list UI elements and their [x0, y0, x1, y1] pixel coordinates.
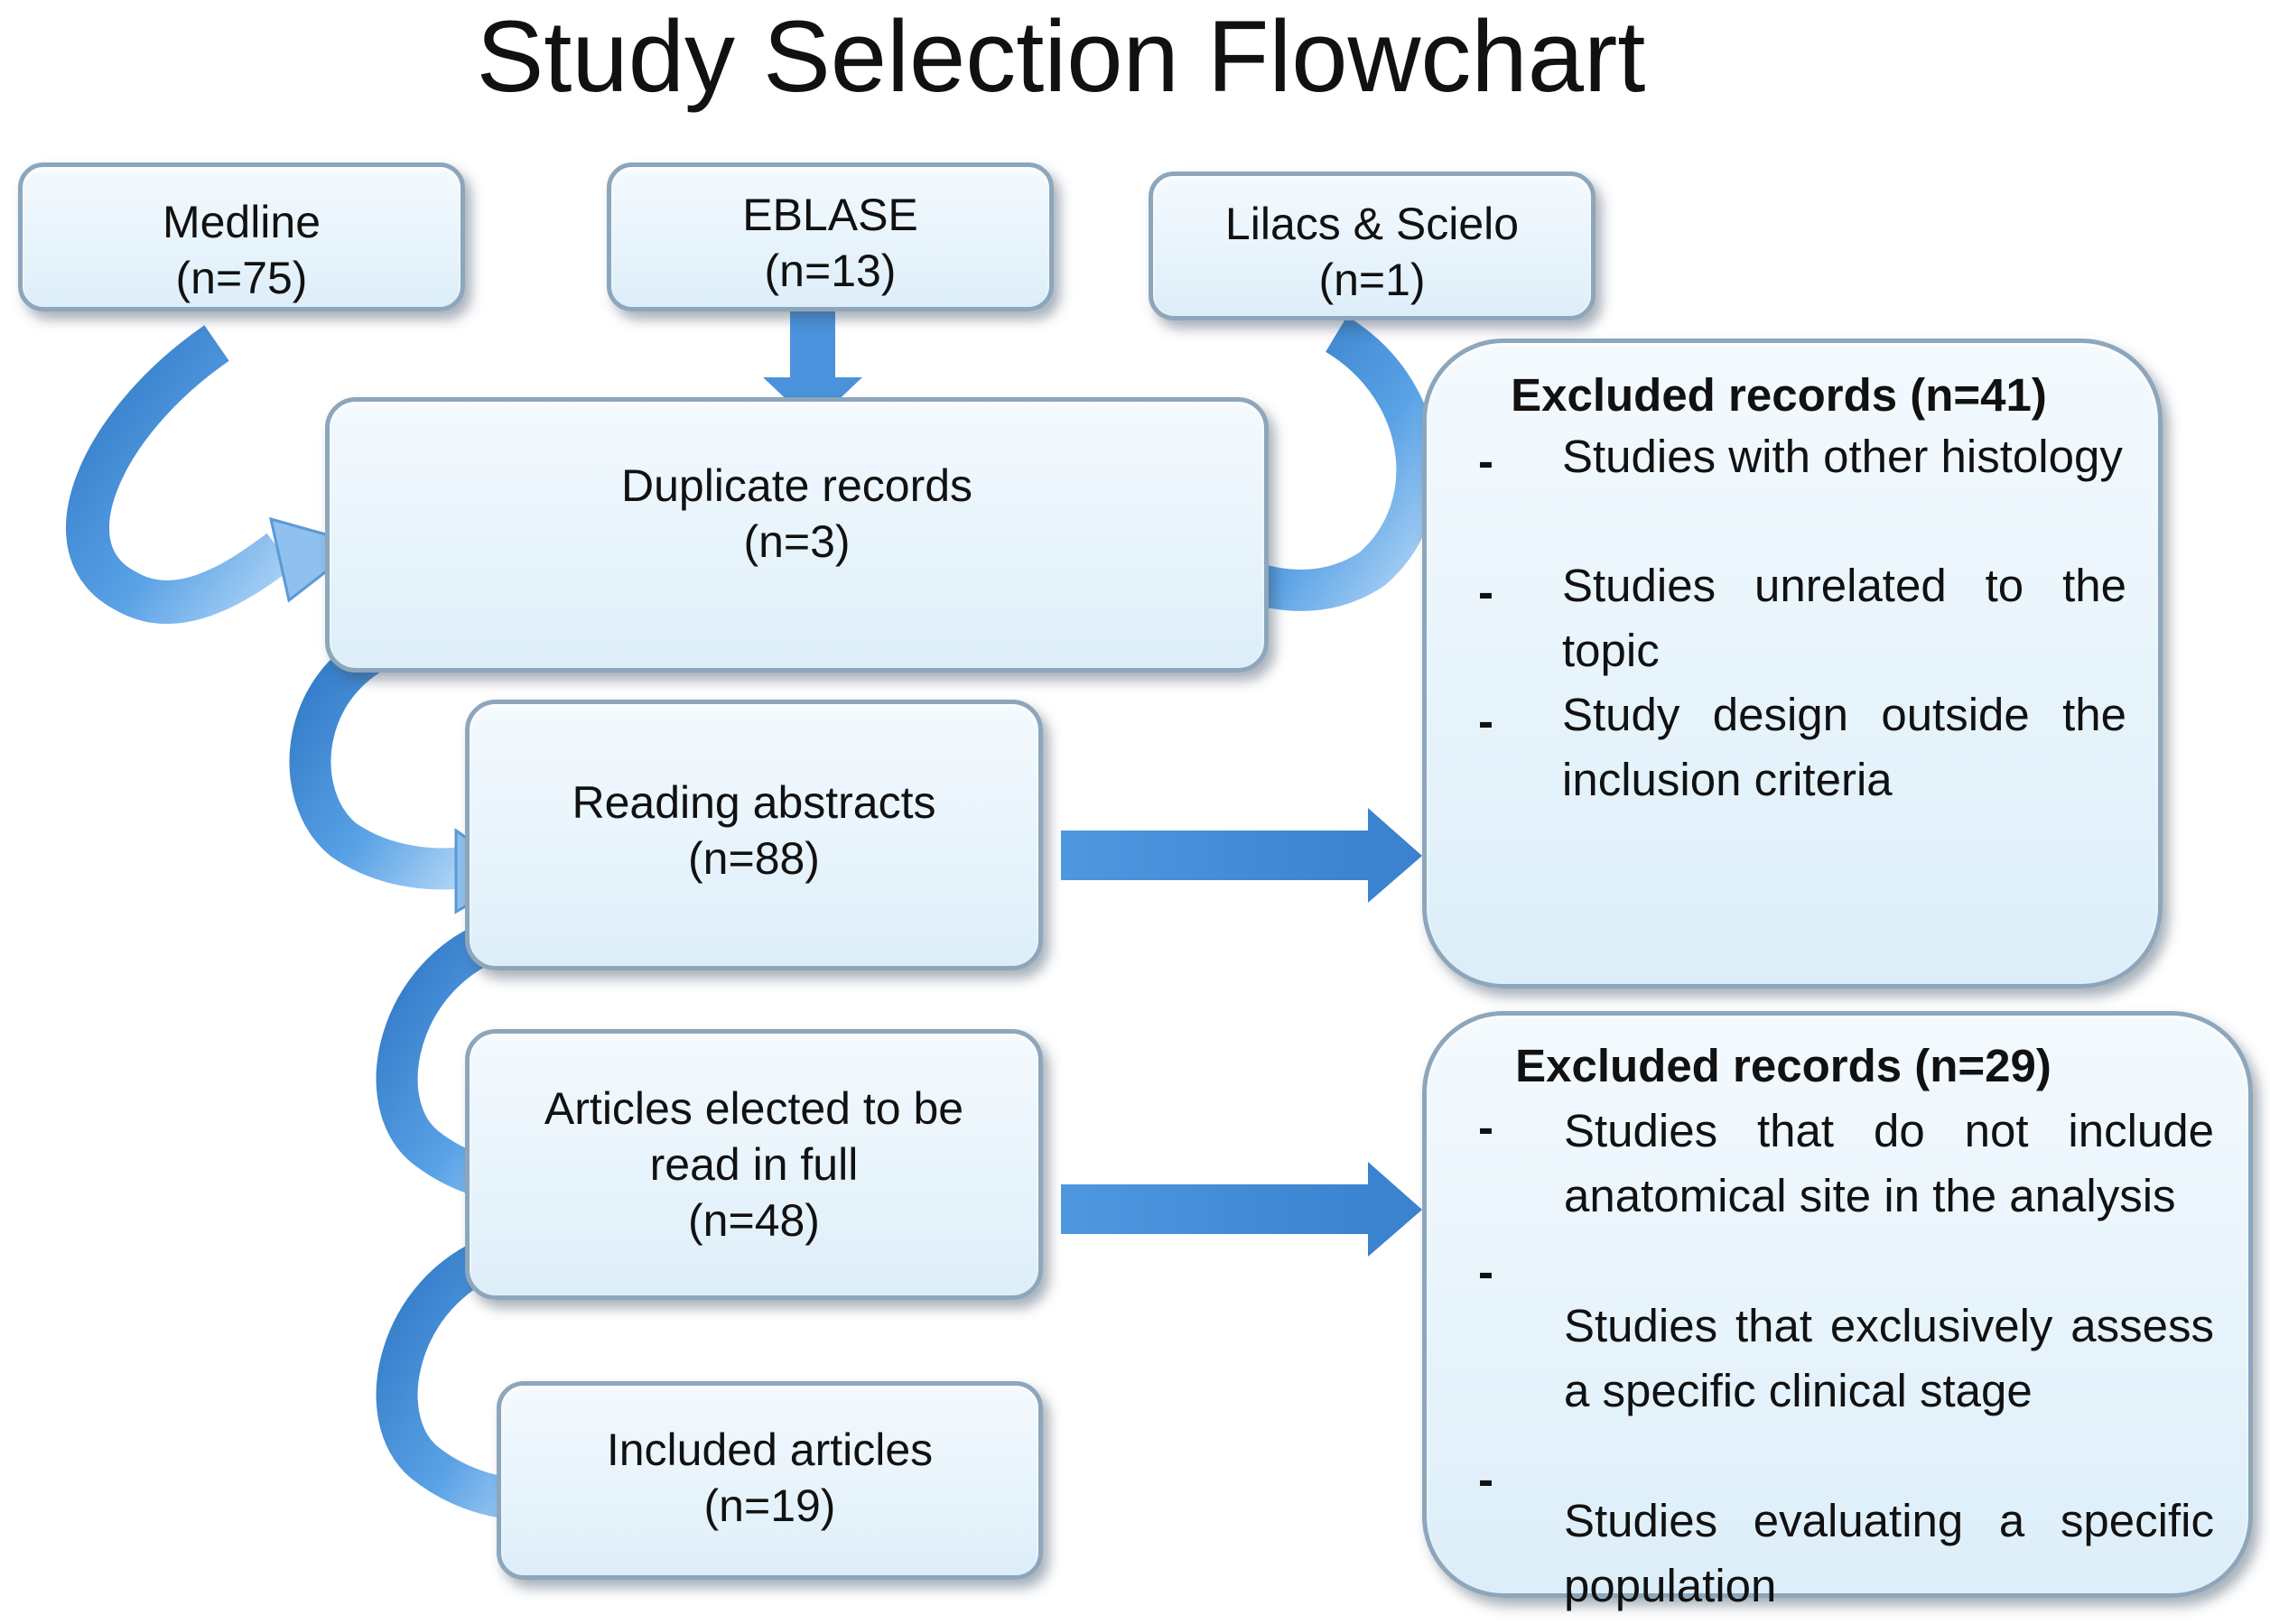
arrow-medline-to-duplicates	[66, 325, 365, 624]
source-name: Lilacs & Scielo	[1224, 199, 1520, 249]
source-name: EBLASE	[742, 190, 918, 240]
exclusion-item: Studies with other histology	[1562, 431, 2123, 482]
included-label: Included articles	[606, 1424, 934, 1475]
source-count: (n=75)	[175, 253, 308, 303]
included-count: (n=19)	[703, 1480, 836, 1531]
source-name: Medline	[162, 197, 321, 247]
bullet-dash: -	[1478, 1453, 1493, 1505]
bullet-dash: -	[1478, 566, 1493, 617]
fulltext-count: (n=48)	[688, 1195, 820, 1246]
bullet-dash: -	[1478, 695, 1493, 747]
source-box-lilacs-scielo: Lilacs & Scielo (n=1)	[1149, 172, 1596, 320]
bullet-dash: -	[1478, 435, 1493, 487]
source-box-medline: Medline (n=75)	[18, 162, 465, 311]
excluded-box-29: Excluded records (n=29) - Studies that d…	[1422, 1011, 2253, 1611]
excluded-heading: Excluded records (n=41)	[1511, 369, 2047, 421]
exclusion-item: Studies that do not include anatomical s…	[1564, 1105, 2214, 1221]
arrow-abstracts-to-excluded-41	[1061, 808, 1422, 903]
fulltext-label-line1: Articles elected to be	[544, 1083, 964, 1134]
source-count: (n=13)	[764, 246, 897, 296]
abstracts-label: Reading abstracts	[572, 777, 936, 828]
bullet-dash: -	[1478, 1246, 1493, 1297]
duplicates-box: Duplicate records (n=3)	[325, 397, 1269, 673]
included-box: Included articles (n=19)	[497, 1381, 1043, 1580]
exclusion-item: Study design outside the inclusion crite…	[1562, 689, 2126, 805]
duplicates-count: (n=3)	[743, 516, 851, 567]
fulltext-box: Articles elected to be read in full (n=4…	[465, 1029, 1043, 1300]
source-box-eblase: EBLASE (n=13)	[607, 162, 1054, 311]
flowchart-title: Study Selection Flowchart	[476, 0, 1646, 113]
source-count: (n=1)	[1318, 255, 1426, 305]
exclusion-item: Studies unrelated to the topic	[1562, 560, 2126, 676]
abstracts-count: (n=88)	[688, 833, 820, 884]
duplicates-label: Duplicate records	[620, 460, 973, 511]
exclusion-item: Studies that exclusively assess a specif…	[1564, 1300, 2214, 1416]
excluded-box-41: Excluded records (n=41) - Studies with o…	[1422, 339, 2163, 988]
bullet-dash: -	[1478, 1101, 1493, 1153]
exclusion-item: Studies evaluating a specific population	[1564, 1495, 2214, 1611]
arrow-fulltext-to-excluded-29	[1061, 1162, 1422, 1257]
excluded-heading: Excluded records (n=29)	[1515, 1040, 2051, 1091]
abstracts-box: Reading abstracts (n=88)	[465, 700, 1043, 970]
fulltext-label-line2: read in full	[649, 1139, 859, 1190]
